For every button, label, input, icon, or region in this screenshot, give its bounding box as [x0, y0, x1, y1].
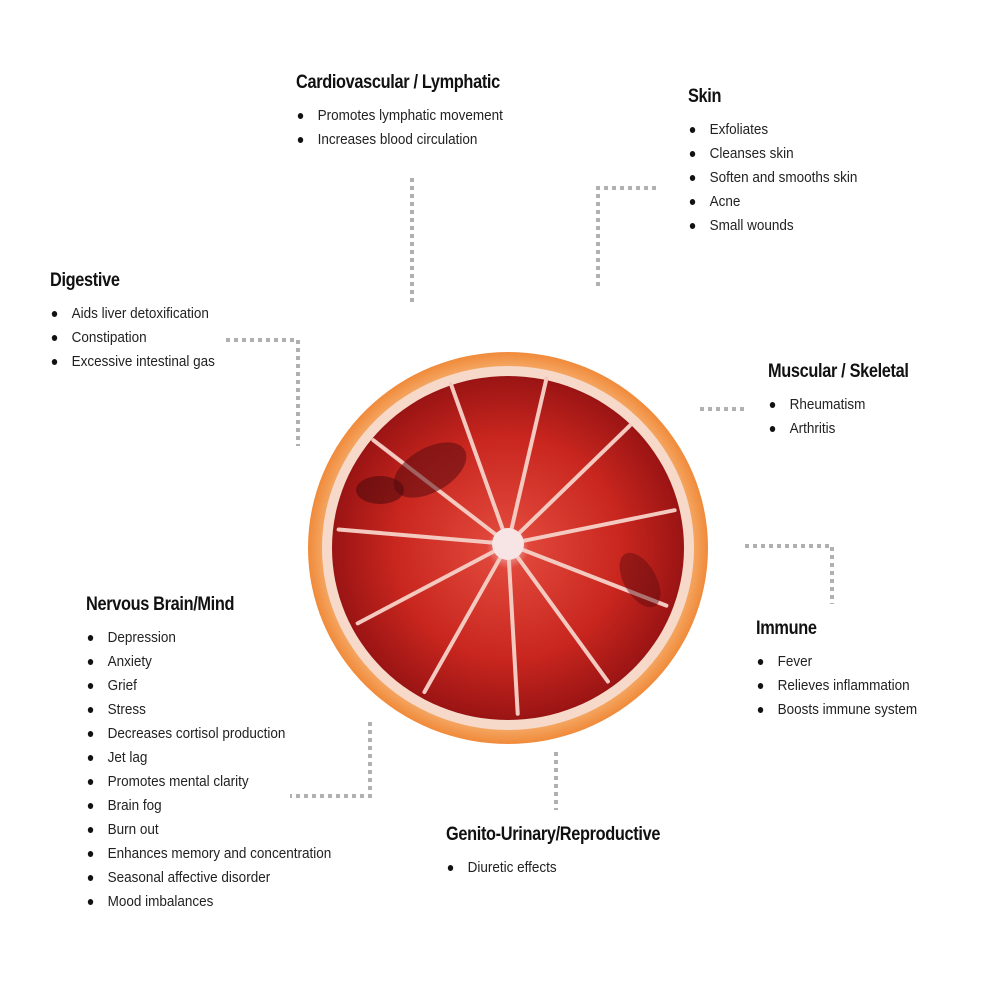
- connector-digestive: [226, 338, 300, 446]
- list-item: Excessive intestinal gas: [50, 350, 215, 374]
- list-item: Promotes lymphatic movement: [296, 104, 509, 128]
- list-item: Soften and smooths skin: [688, 166, 857, 190]
- group-genito: Genito-Urinary/Reproductive Diuretic eff…: [446, 824, 695, 880]
- list-item: Increases blood circulation: [296, 128, 509, 152]
- group-immune: Immune Fever Relieves inflammation Boost…: [756, 618, 935, 722]
- list-item: Fever: [756, 650, 917, 674]
- list-item: Small wounds: [688, 214, 857, 238]
- group-title: Genito-Urinary/Reproductive: [446, 824, 661, 845]
- list-item: Cleanses skin: [688, 142, 857, 166]
- list-item: Arthritis: [768, 417, 915, 441]
- group-muscular: Muscular / Skeletal Rheumatism Arthritis: [768, 361, 931, 441]
- segment-divider: [422, 554, 504, 695]
- list-item: Grief: [86, 674, 331, 698]
- segment-divider: [514, 553, 610, 684]
- connector-nervous: [290, 722, 372, 798]
- list-item: Anxiety: [86, 650, 331, 674]
- list-item: Relieves inflammation: [756, 674, 917, 698]
- group-title: Immune: [756, 618, 817, 639]
- list-item: Acne: [688, 190, 857, 214]
- list-item: Decreases cortisol production: [86, 722, 331, 746]
- list-item: Aids liver detoxification: [50, 302, 215, 326]
- segment-divider: [448, 381, 506, 533]
- segment-divider: [506, 555, 520, 716]
- group-title: Cardiovascular / Lymphatic: [296, 72, 500, 93]
- blood-orange-image: [308, 352, 708, 744]
- group-title: Digestive: [50, 270, 120, 291]
- list-item: Burn out: [86, 818, 331, 842]
- segment-divider: [519, 547, 669, 608]
- segment-divider: [355, 548, 498, 626]
- list-item: Mood imbalances: [86, 890, 331, 914]
- list-item: Jet lag: [86, 746, 331, 770]
- segment-divider: [509, 376, 549, 533]
- list-item: Brain fog: [86, 794, 331, 818]
- connector-immune: [745, 544, 834, 604]
- list-item: Diuretic effects: [446, 856, 670, 880]
- group-cardiovascular: Cardiovascular / Lymphatic Promotes lymp…: [296, 72, 533, 152]
- group-skin: Skin Exfoliates Cleanses skin Soften and…: [688, 86, 876, 238]
- list-item: Seasonal affective disorder: [86, 866, 331, 890]
- group-title: Skin: [688, 86, 722, 107]
- list-item: Depression: [86, 626, 331, 650]
- connector-skin: [596, 186, 656, 286]
- list-item: Rheumatism: [768, 393, 915, 417]
- list-item: Stress: [86, 698, 331, 722]
- group-digestive: Digestive Aids liver detoxification Cons…: [50, 270, 233, 374]
- group-nervous: Nervous Brain/Mind Depression Anxiety Gr…: [86, 594, 358, 914]
- group-title: Nervous Brain/Mind: [86, 594, 235, 615]
- list-item: Exfoliates: [688, 118, 857, 142]
- segment-divider: [519, 508, 677, 544]
- list-item: Boosts immune system: [756, 698, 917, 722]
- group-title: Muscular / Skeletal: [768, 361, 909, 382]
- list-item: Promotes mental clarity: [86, 770, 331, 794]
- list-item: Enhances memory and concentration: [86, 842, 331, 866]
- segment-divider: [336, 527, 497, 545]
- segment-divider: [516, 423, 632, 537]
- list-item: Constipation: [50, 326, 215, 350]
